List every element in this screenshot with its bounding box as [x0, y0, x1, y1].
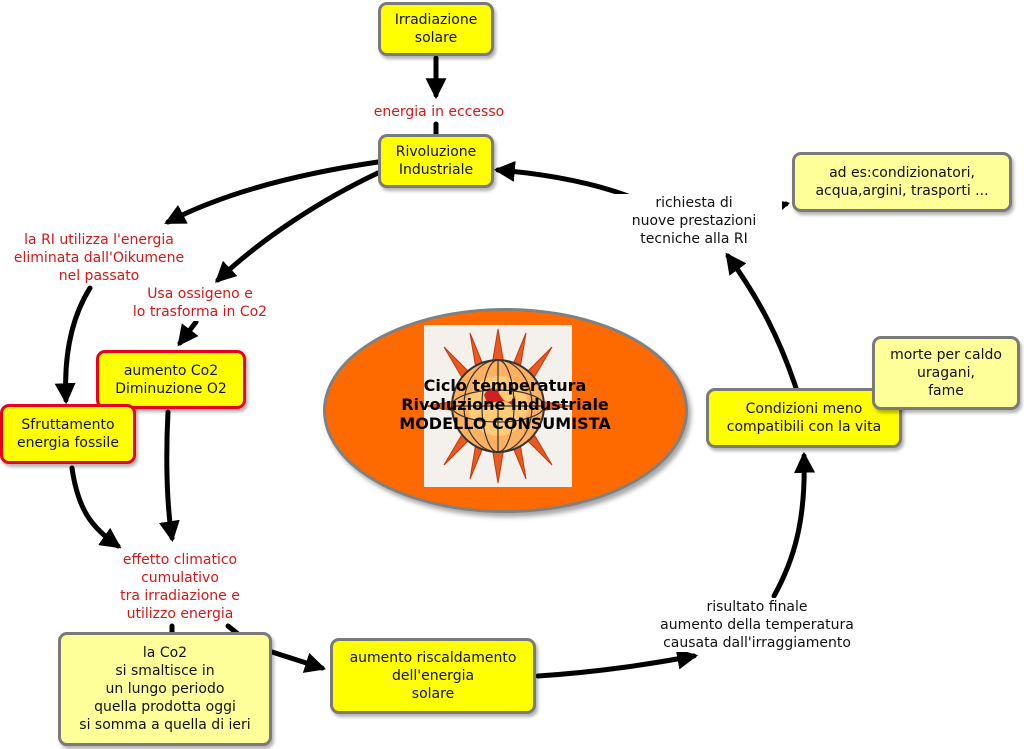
arrow-richiesta-to-rivoluzione [493, 160, 631, 199]
arrow-rivoluzione-to-ri-utilizza [164, 159, 381, 225]
arrow-condizioni-to-richiesta [725, 252, 799, 391]
node-condizioni-meno-compatibili[interactable]: Condizioni meno compatibili con la vita [706, 388, 902, 448]
center-title: Ciclo temperatura Rivoluzione Industrial… [399, 376, 611, 433]
arrow-ri-utilizza-to-sfruttamento [54, 285, 93, 405]
node-irradiazione-solare[interactable]: Irradiazione solare [378, 2, 494, 56]
node-morte-per-caldo[interactable]: morte per caldo uragani, fame [872, 336, 1020, 410]
arrow-rivoluzione-to-usa-ossigeno [214, 169, 383, 283]
sun-globe-icon [425, 328, 571, 484]
arrow-riscaldamento-to-risultato [535, 648, 699, 679]
node-rivoluzione-industriale[interactable]: Rivoluzione Industriale [378, 134, 494, 188]
link-usa-ossigeno: Usa ossigeno e lo trasforma in Co2 [118, 285, 282, 321]
link-risultato-finale: risultato finale aumento della temperatu… [640, 598, 874, 652]
node-aumento-riscaldamento[interactable]: aumento riscaldamento dell'energia solar… [330, 638, 536, 714]
node-co2-si-smaltisce[interactable]: la Co2 si smaltisce in un lungo periodo … [58, 632, 272, 746]
link-richiesta-prestazioni: richiesta di nuove prestazioni tecniche … [606, 194, 782, 248]
sun-globe-image [424, 325, 572, 487]
arrow-risultato-to-condizioni [771, 451, 816, 599]
arrow-sfruttamento-to-effetto [69, 465, 122, 549]
link-effetto-climatico: effetto climatico cumulativo tra irradia… [98, 551, 262, 623]
arrow-usa-ossigeno-to-aumento-co2 [177, 319, 199, 347]
arrow-aumento-co2-to-effetto [159, 409, 180, 543]
node-aumento-co2[interactable]: aumento Co2 Diminuzione O2 [96, 350, 246, 409]
link-energia-in-eccesso: energia in eccesso [362, 103, 516, 121]
arrow-co2-to-riscaldamento [269, 649, 327, 673]
link-ri-utilizza: la RI utilizza l'energia eliminata dall'… [2, 231, 196, 285]
node-esempi-condizionatori[interactable]: ad es:condizionatori, acqua,argini, tras… [792, 152, 1012, 212]
node-sfruttamento-energia-fossile[interactable]: Sfruttamento energia fossile [0, 404, 136, 464]
